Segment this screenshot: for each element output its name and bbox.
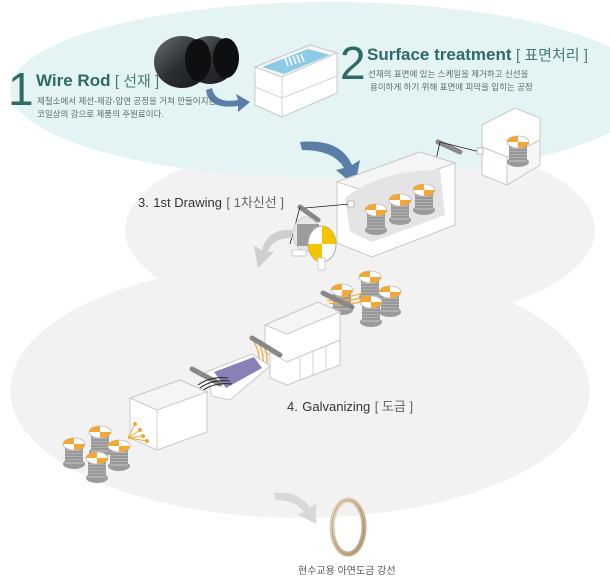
wire-rod-coil-icon bbox=[154, 36, 239, 88]
final-product-label: 현수교용 아연도금 강선 bbox=[298, 566, 396, 577]
galvanizing-line-icon bbox=[62, 270, 402, 484]
step-3-number: 3. bbox=[138, 195, 149, 210]
galvanizing-zone-bg bbox=[10, 262, 590, 518]
step-2-description-line: 선재의 표면에 있는 스케일을 제거하고 신선을 bbox=[368, 69, 529, 79]
step-3-title-ko: [ 1차신선 ] bbox=[226, 195, 284, 210]
step-1-description-line: 코일상의 강으로 제품의 주원료이다. bbox=[37, 109, 164, 119]
step-2-title: Surface treatment [ 표면처리 ] bbox=[367, 44, 588, 65]
step-1-number: 1 bbox=[8, 63, 34, 115]
step-4-number: 4. bbox=[287, 399, 298, 414]
step-1-title: Wire Rod [ 선재 ] bbox=[36, 70, 159, 91]
step-3-label: 3. 1st Drawing [ 1차신선 ] bbox=[138, 192, 284, 212]
surface-treatment-tank-icon bbox=[253, 44, 339, 118]
step-2-description-line: 용이하게 하기 위해 표면에 피막을 입히는 공정 bbox=[370, 82, 533, 92]
step-4-title-en: Galvanizing bbox=[302, 399, 371, 414]
drawing-machine-icon bbox=[289, 107, 541, 271]
step-4-title-ko: [ 도금 ] bbox=[374, 399, 414, 414]
step-3-title-en: 1st Drawing bbox=[153, 195, 222, 210]
step-2-description: 선재의 표면에 있는 스케일을 제거하고 신선을 용이하게 하기 위해 표면에 … bbox=[368, 68, 533, 94]
step-1-description-line: 제철소에서 제선-제강-압연 공정을 거쳐 만들어지는 bbox=[37, 96, 217, 106]
step-2-number: 2 bbox=[340, 37, 366, 89]
step-2-title-ko: [ 표면처리 ] bbox=[516, 47, 588, 64]
step-1-title-en: Wire Rod bbox=[36, 71, 111, 90]
flow-arrow-icon bbox=[274, 492, 316, 524]
flow-arrow-icon bbox=[300, 141, 360, 186]
step-1-description: 제철소에서 제선-제강-압연 공정을 거쳐 만들어지는 코일상의 강으로 제품의… bbox=[37, 95, 216, 121]
step-1-title-ko: [ 선재 ] bbox=[114, 73, 160, 90]
flow-arrow-icon bbox=[206, 88, 250, 112]
step-4-label: 4. Galvanizing [ 도금 ] bbox=[287, 396, 413, 416]
step-2-title-en: Surface treatment bbox=[367, 45, 512, 64]
flow-arrow-icon bbox=[254, 229, 292, 268]
